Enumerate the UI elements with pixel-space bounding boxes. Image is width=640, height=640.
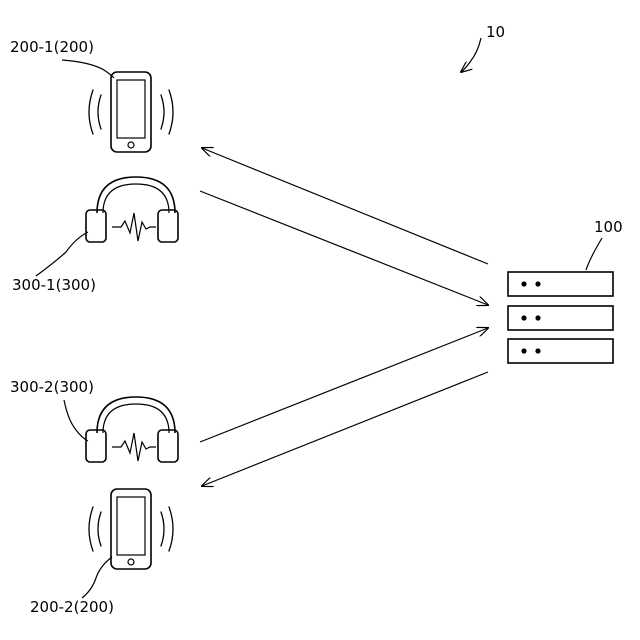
- phone-2-leader-line: [82, 557, 112, 598]
- arrow-headphones-2-to-server: [200, 328, 488, 442]
- smartphone-icon: [111, 72, 151, 152]
- vibration-icon: [89, 507, 173, 551]
- smartphone-icon: [111, 489, 151, 569]
- vibration-icon: [89, 90, 173, 134]
- communication-arrows: [200, 148, 488, 486]
- phone-2-label: 200-2(200): [30, 598, 114, 616]
- headphones-1: 300-1(300): [12, 177, 178, 294]
- phone-1-leader-line: [62, 60, 114, 78]
- audio-wave-icon: [112, 433, 156, 461]
- arrow-server-to-phone-2: [202, 372, 488, 486]
- headphones-icon: [86, 177, 178, 242]
- server-label: 100: [594, 218, 623, 236]
- arrow-headphones-1-to-server: [200, 191, 488, 305]
- headphones-1-label: 300-1(300): [12, 276, 96, 294]
- headphones-2: 300-2(300): [10, 378, 178, 462]
- server-leader-line: [586, 238, 602, 270]
- smartphone-1: 200-1(200): [10, 38, 173, 152]
- headphones-icon: [86, 397, 178, 462]
- phone-1-label: 200-1(200): [10, 38, 94, 56]
- system-label: 10: [486, 23, 505, 41]
- headphones-1-leader-line: [36, 232, 88, 276]
- headphones-2-leader-line: [64, 400, 88, 441]
- system-reference: 10: [461, 23, 505, 72]
- system-leader-arrow-icon: [461, 38, 481, 72]
- smartphone-2: 200-2(200): [30, 489, 173, 616]
- audio-wave-icon: [112, 213, 156, 241]
- server: 100: [508, 218, 623, 363]
- server-icon: [508, 272, 613, 363]
- arrow-server-to-phone-1: [202, 148, 488, 264]
- headphones-2-label: 300-2(300): [10, 378, 94, 396]
